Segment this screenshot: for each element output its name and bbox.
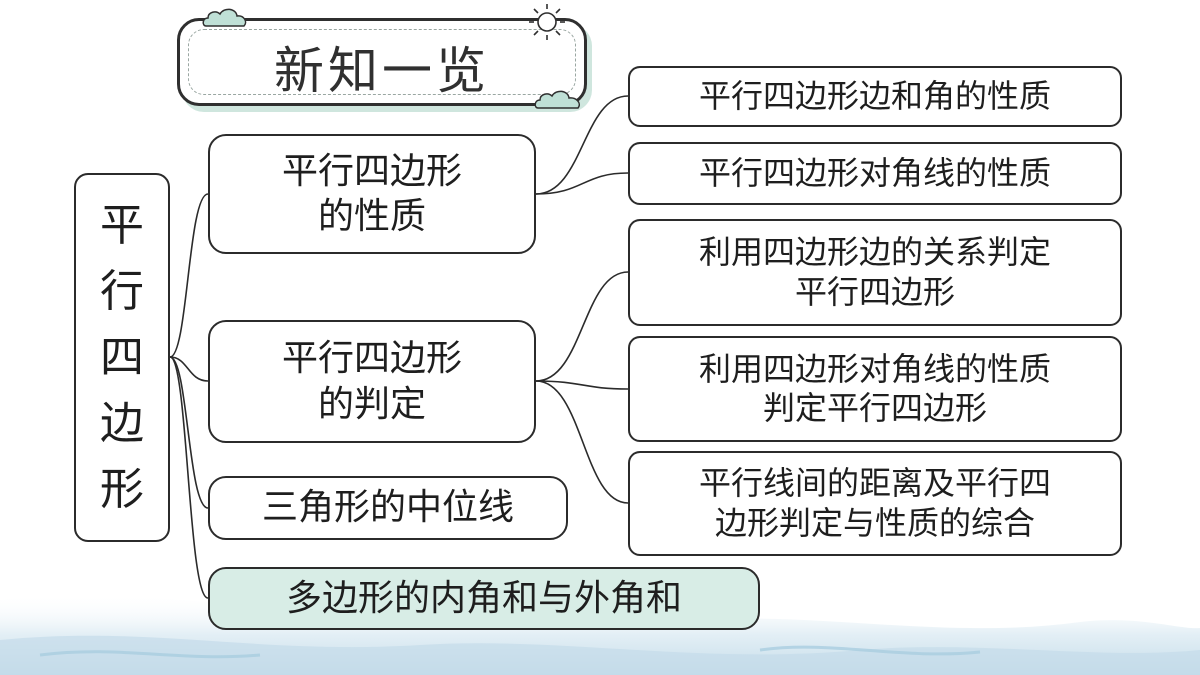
- sun-icon: [529, 4, 565, 40]
- node-label-line: 平行四边形对角线的性质: [698, 153, 1051, 192]
- node-parallel-distance-synthesis: 平行线间的距离及平行四 边形判定与性质的综合: [628, 451, 1122, 556]
- title-panel-inner-border: [188, 29, 576, 95]
- node-criteria-by-diagonals: 利用四边形对角线的性质 判定平行四边形: [628, 336, 1122, 442]
- node-label-line: 平行四边形边和角的性质: [698, 76, 1051, 115]
- root-node-char: 平: [100, 199, 144, 251]
- node-label-line: 边形判定与性质的综合: [714, 503, 1035, 542]
- node-label-line: 利用四边形对角线的性质: [698, 349, 1051, 388]
- node-label-line: 多边形的内角和与外角和: [285, 577, 682, 619]
- node-label-line: 的判定: [317, 383, 426, 425]
- node-label-line: 三角形的中位线: [261, 487, 514, 529]
- cloud-icon: [202, 8, 247, 27]
- node-label-line: 平行四边形: [281, 150, 462, 192]
- root-node-char: 边: [100, 397, 144, 449]
- node-label-line: 的性质: [317, 196, 426, 237]
- root-node-char: 四: [100, 331, 144, 383]
- cloud-icon: [534, 90, 581, 109]
- root-node-char: 行: [100, 265, 144, 317]
- node-label-line: 平行线间的距离及平行四: [698, 464, 1051, 503]
- root-node-char: 形: [100, 463, 144, 515]
- node-diagonal-properties: 平行四边形对角线的性质: [628, 142, 1122, 205]
- title-panel: 新知一览: [177, 18, 587, 106]
- node-triangle-midline: 三角形的中位线: [208, 476, 568, 540]
- node-parallelogram-criteria: 平行四边形 的判定: [208, 320, 536, 443]
- node-criteria-by-sides: 利用四边形边的关系判定 平行四边形: [628, 219, 1122, 326]
- root-node: 平 行 四 边 形: [74, 173, 170, 542]
- node-label-line: 利用四边形边的关系判定: [698, 233, 1051, 272]
- node-label-line: 平行四边形: [281, 338, 462, 380]
- node-label-line: 平行四边形: [794, 272, 955, 311]
- node-label-line: 判定平行四边形: [762, 389, 987, 427]
- node-parallelogram-properties: 平行四边形 的性质: [208, 134, 536, 254]
- node-polygon-angle-sums: 多边形的内角和与外角和: [208, 567, 760, 630]
- node-sides-angles-properties: 平行四边形边和角的性质: [628, 66, 1122, 127]
- page-title: 新知一览: [274, 42, 490, 100]
